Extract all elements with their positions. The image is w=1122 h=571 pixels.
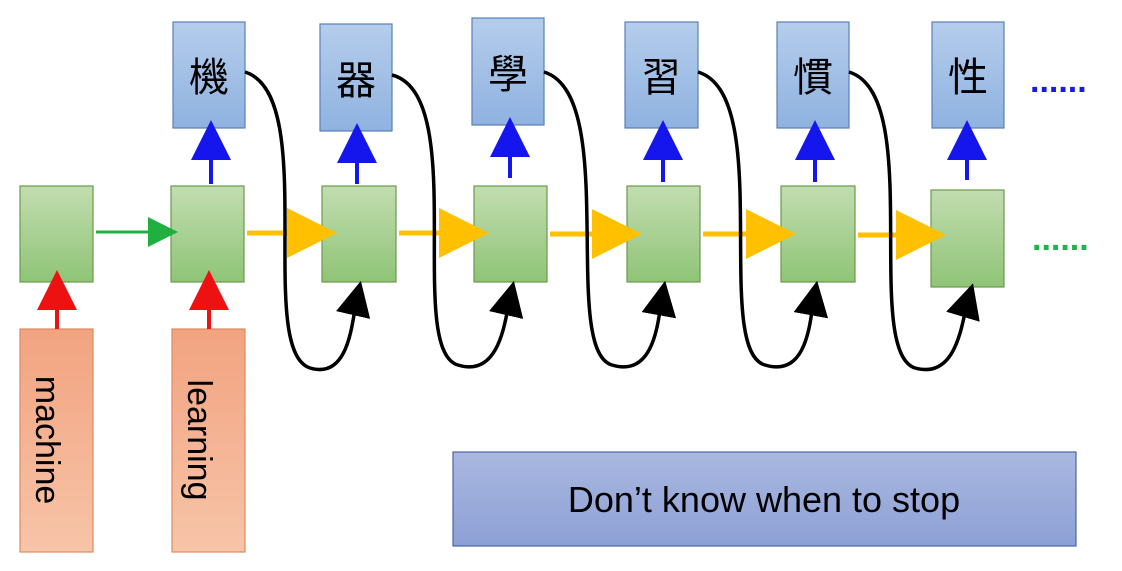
feedback-arrow-5	[848, 70, 980, 372]
output-box-2	[319, 23, 393, 132]
encoder-cell-1	[19, 185, 94, 283]
output-char-5: 慣	[793, 55, 833, 101]
output-char-1: 機	[189, 55, 229, 101]
output-char-2: 器	[336, 58, 376, 104]
feedback-arrow-2	[391, 73, 524, 369]
output-char-4: 習	[641, 55, 681, 101]
note-box	[452, 451, 1077, 547]
output-box-6	[931, 21, 1005, 129]
decoder-cell-5	[930, 189, 1005, 288]
output-char-6: 性	[948, 55, 988, 101]
feedback-arrow-3	[543, 70, 677, 369]
input-word-learning: learning	[180, 380, 218, 501]
decoder-cell-4	[780, 185, 856, 283]
decoder-cell-1	[321, 185, 397, 283]
output-char-3: 學	[488, 52, 528, 98]
feedback-arrow-4	[697, 70, 829, 369]
decoder-cell-2	[473, 185, 548, 283]
state-continuation-dots: ......	[1032, 220, 1089, 258]
output-box-3	[471, 17, 545, 126]
input-box-learning	[171, 328, 246, 553]
output-box-1	[172, 21, 246, 129]
output-continuation-dots: ......	[1030, 62, 1087, 100]
decoder-cell-3	[626, 185, 701, 283]
input-box-machine	[19, 328, 94, 553]
note-text: Don’t know when to stop	[568, 479, 960, 520]
feedback-arrow-1	[244, 70, 371, 372]
output-box-4	[624, 21, 699, 129]
encoder-cell-2	[170, 185, 245, 283]
input-word-machine: machine	[28, 376, 66, 505]
